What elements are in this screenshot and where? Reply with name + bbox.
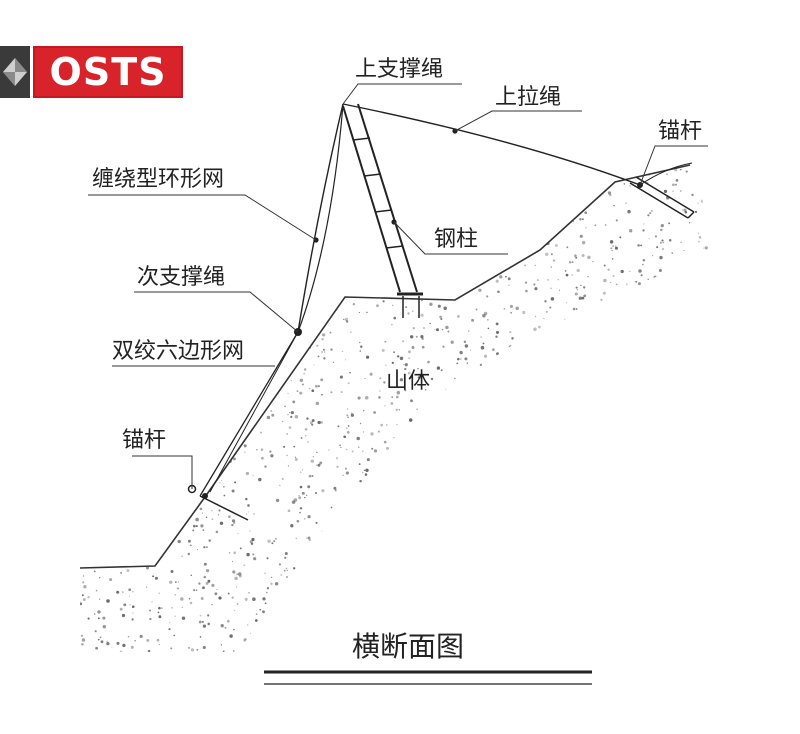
label-anchor-top: 锚杆 xyxy=(658,119,702,144)
upper-pull-rope xyxy=(342,103,641,186)
label-anchor-bottom: 锚杆 xyxy=(122,428,166,453)
label-double-twist-hex-net: 双绞六边形网 xyxy=(112,339,244,364)
label-steel-column: 钢柱 xyxy=(434,227,478,252)
label-secondary-support-rope: 次支撑绳 xyxy=(137,265,225,290)
bottom-anchor xyxy=(187,484,249,521)
label-upper-pull-rope: 上拉绳 xyxy=(495,85,561,110)
leader-lines xyxy=(88,83,708,489)
wound-ring-net xyxy=(297,103,344,333)
steel-column xyxy=(342,103,423,318)
osts-logo: OSTS xyxy=(0,46,183,98)
double-twist-hex-net xyxy=(199,331,299,497)
label-upper-support-rope: 上支撑绳 xyxy=(355,57,443,82)
logo-badge: OSTS xyxy=(33,46,183,98)
logo-text: OSTS xyxy=(49,50,167,94)
label-wound-ring-net: 缠绕型环形网 xyxy=(92,167,224,192)
logo-diamond-icon xyxy=(0,46,30,98)
label-mountain-body: 山体 xyxy=(386,369,430,394)
mountain-body-texture xyxy=(80,165,718,652)
secondary-support-rope xyxy=(297,103,344,333)
caption-cross-section: 横断面图 xyxy=(352,630,464,663)
slope-surface-line xyxy=(79,164,691,569)
